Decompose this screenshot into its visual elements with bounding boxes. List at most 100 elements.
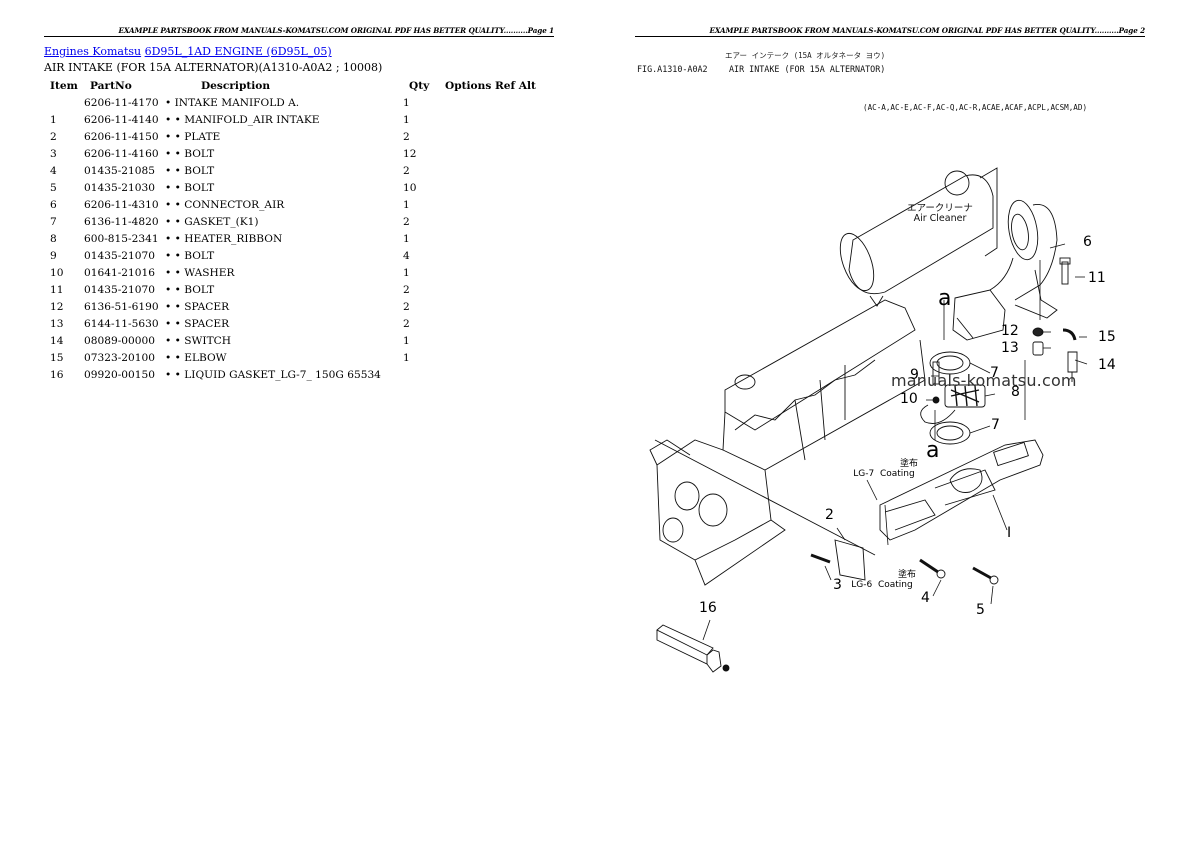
cell-qty: 2 [403, 130, 410, 143]
cell-description: • • SPACER [165, 317, 230, 330]
cell-description: • • ELBOW [165, 351, 227, 364]
col-partno: PartNo [90, 79, 132, 92]
cell-partno: 6206-11-4160 [84, 147, 159, 160]
table-row: 6206-11-4170 • INTAKE MANIFOLD A. 1 [44, 94, 536, 111]
cell-options [445, 145, 536, 162]
cell-partno: 01435-21085 [84, 164, 155, 177]
figure-models: (AC-A,AC-E,AC-F,AC-Q,AC-R,ACAE,ACAF,ACPL… [863, 103, 1088, 112]
cell-partno: 6206-11-4310 [84, 198, 159, 211]
cell-qty: 2 [403, 300, 410, 313]
breadcrumb-link-engine-model[interactable]: 6D95L_1AD ENGINE (6D95L_05) [144, 45, 332, 58]
cell-qty: 2 [403, 215, 410, 228]
cell-qty: 1 [403, 198, 410, 211]
bolt-11-drawing [1061, 261, 1069, 285]
cell-options [445, 315, 536, 332]
plate-2-drawing [834, 539, 866, 581]
cell-description: • • SWITCH [165, 334, 231, 347]
cell-description: • • BOLT [165, 249, 215, 262]
callout-4: 4 [921, 590, 930, 606]
breadcrumb: Engines Komatsu 6D95L_1AD ENGINE (6D95L_… [44, 45, 332, 58]
cell-options [445, 332, 536, 349]
cell-qty: 4 [403, 249, 410, 262]
air-cleaner-drawing [839, 167, 998, 307]
cell-options [445, 213, 536, 230]
callout-13: 13 [1001, 340, 1019, 356]
cell-description: • INTAKE MANIFOLD A. [165, 96, 300, 109]
callout-8: 8 [1011, 384, 1020, 400]
cell-options [445, 264, 536, 281]
air-cleaner-label: エアークリーナ Air Cleaner [907, 203, 973, 225]
callout-7-lower: 7 [991, 417, 1000, 433]
parts-list-page: EXAMPLE PARTSBOOK FROM MANUALS-KOMATSU.C… [44, 26, 554, 383]
cell-partno: 6206-11-4150 [84, 130, 159, 143]
callout-9: 9 [910, 367, 919, 383]
bolt-9-drawing [932, 361, 940, 385]
cell-qty: 1 [403, 351, 410, 364]
spacer-13-drawing [1032, 341, 1044, 356]
cell-options [445, 94, 536, 111]
coating-note-lg6: 塗布 LG-6 Coating [851, 570, 917, 590]
callout-2: 2 [825, 507, 834, 523]
cell-options [445, 247, 536, 264]
bolt-4-drawing [919, 558, 939, 574]
cell-qty: 2 [403, 164, 410, 177]
cell-description: • • WASHER [165, 266, 235, 279]
cell-qty: 2 [403, 283, 410, 296]
section-title: AIR INTAKE (FOR 15A ALTERNATOR)(A1310-A0… [44, 61, 383, 74]
bolt-3-drawing [810, 553, 831, 564]
cell-partno: 01435-21070 [84, 283, 155, 296]
cell-item [44, 94, 84, 111]
table-row: 6 6206-11-4310 • • CONNECTOR_AIR 1 [44, 196, 536, 213]
col-item: Item [50, 79, 78, 92]
figure-title-japanese: エアー インテーク (15A オルタネータ ヨウ) [725, 51, 886, 60]
intake-manifold-drawing [879, 439, 1044, 541]
watermark: manuals-komatsu.com [891, 371, 1077, 390]
cell-partno: 6136-51-6190 [84, 300, 159, 313]
switch-14-drawing [1067, 351, 1078, 373]
exploded-parts-diagram [649, 167, 1088, 673]
cell-item: 5 [50, 181, 57, 194]
cell-item: 15 [50, 351, 64, 364]
cell-partno: 600-815-2341 [84, 232, 159, 245]
col-options-ref-alt: Options Ref Alt [445, 79, 536, 92]
breadcrumb-link-engines[interactable]: Engines Komatsu [44, 45, 142, 58]
page-header: EXAMPLE PARTSBOOK FROM MANUALS-KOMATSU.C… [118, 26, 554, 35]
cell-item: 1 [50, 113, 57, 126]
callout-14: 14 [1098, 357, 1116, 373]
cell-item: 14 [50, 334, 64, 347]
coating-note-lg7: 塗布 LG-7 Coating [853, 459, 919, 479]
cell-item: 10 [50, 266, 64, 279]
callout-a-upper: a [938, 286, 952, 311]
cell-description: • • BOLT [165, 147, 215, 160]
callout-11: 11 [1088, 270, 1106, 286]
cell-item: 4 [50, 164, 57, 177]
page-header: EXAMPLE PARTSBOOK FROM MANUALS-KOMATSU.C… [709, 26, 1145, 35]
figure-id: FIG.A1310-A0A2 [637, 64, 708, 74]
callout-16: 16 [699, 600, 717, 616]
callout-12: 12 [1001, 323, 1019, 339]
callout-7-upper: 7 [990, 365, 999, 381]
cell-description: • • CONNECTOR_AIR [165, 198, 285, 211]
cell-item: 6 [50, 198, 57, 211]
cell-partno: 6206-11-4170 [84, 96, 159, 109]
cell-options [445, 230, 536, 247]
cell-item: 16 [50, 368, 64, 381]
cell-options [445, 196, 536, 213]
cell-options [445, 349, 536, 366]
air-connector-drawing [952, 199, 1058, 341]
cell-qty: 1 [403, 96, 410, 109]
washer-10-drawing [932, 396, 940, 404]
cell-partno: 09920-00150 [84, 368, 155, 381]
callout-15: 15 [1098, 329, 1116, 345]
cell-options [445, 128, 536, 145]
cell-options [445, 366, 536, 383]
